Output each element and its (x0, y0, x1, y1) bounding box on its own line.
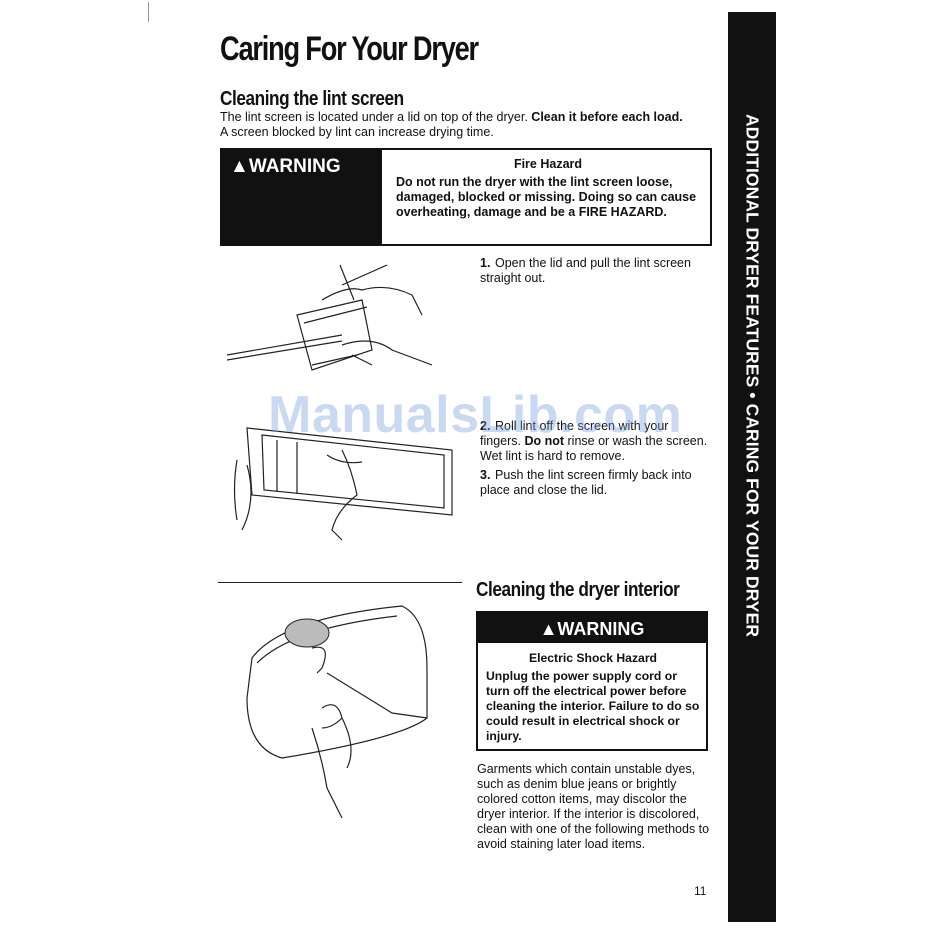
warning-triangle-icon: ▲ (539, 619, 558, 639)
step-text: Push the lint screen firmly back into pl… (480, 468, 692, 497)
warning-content: Fire Hazard Do not run the dryer with th… (382, 150, 710, 244)
lint-screen-intro: The lint screen is located under a lid o… (220, 110, 690, 140)
warning-label-box: ▲WARNING (222, 150, 382, 244)
warning-label: WARNING (248, 156, 341, 177)
step-number: 1. (480, 256, 491, 270)
warning-hazard-title: Electric Shock Hazard (528, 651, 658, 665)
section-heading-lint-screen: Cleaning the lint screen (220, 88, 404, 110)
warning-label-band: ▲WARNING (478, 613, 706, 643)
step-number: 3. (480, 468, 491, 482)
section-divider (218, 582, 462, 583)
interior-paragraph: Garments which contain unstable dyes, su… (477, 762, 710, 851)
illustration-remove-lint (233, 427, 453, 541)
warning-label: WARNING (557, 619, 645, 639)
step-number: 2. (480, 419, 491, 433)
step-text-end: rinse or wash the screen. Wet lint is ha… (480, 434, 708, 463)
step-3: 3.Push the lint screen firmly back into … (480, 468, 710, 498)
watermark: ManualsLib.com (268, 386, 683, 444)
warning-text: Unplug the power supply cord or turn off… (486, 669, 700, 743)
intro-text: The lint screen is located under a lid o… (220, 110, 532, 124)
sidebar-text: ADDITIONAL DRYER FEATURES • CARING FOR Y… (742, 114, 763, 638)
section-heading-interior: Cleaning the dryer interior (476, 579, 680, 601)
step-text: Roll lint off the screen with your finge… (480, 419, 669, 448)
page-title: Caring For Your Dryer (220, 30, 479, 68)
illustration-pull-lint-screen (226, 264, 433, 371)
electric-shock-warning: ▲WARNING Electric Shock Hazard Unplug th… (476, 611, 708, 751)
step-bold-text: Do not (524, 434, 565, 448)
step-1: 1.Open the lid and pull the lint screen … (480, 256, 710, 286)
illustration-dryer-interior (246, 605, 428, 819)
section-sidebar: ADDITIONAL DRYER FEATURES • CARING FOR Y… (728, 12, 776, 922)
warning-triangle-icon: ▲ (230, 156, 249, 177)
warning-content: Electric Shock Hazard Unplug the power s… (478, 643, 706, 744)
warning-text: Do not run the dryer with the lint scree… (396, 175, 697, 219)
crop-mark (148, 2, 149, 22)
intro-text-end: A screen blocked by lint can increase dr… (220, 125, 494, 139)
step-2: 2.Roll lint off the screen with your fin… (480, 419, 710, 464)
fire-hazard-warning: ▲WARNING Fire Hazard Do not run the drye… (220, 148, 712, 246)
intro-bold-text: Clean it before each load. (531, 110, 683, 124)
page-number: 11 (694, 884, 707, 898)
step-text: Open the lid and pull the lint screen st… (480, 256, 691, 285)
warning-hazard-title: Fire Hazard (513, 157, 583, 171)
